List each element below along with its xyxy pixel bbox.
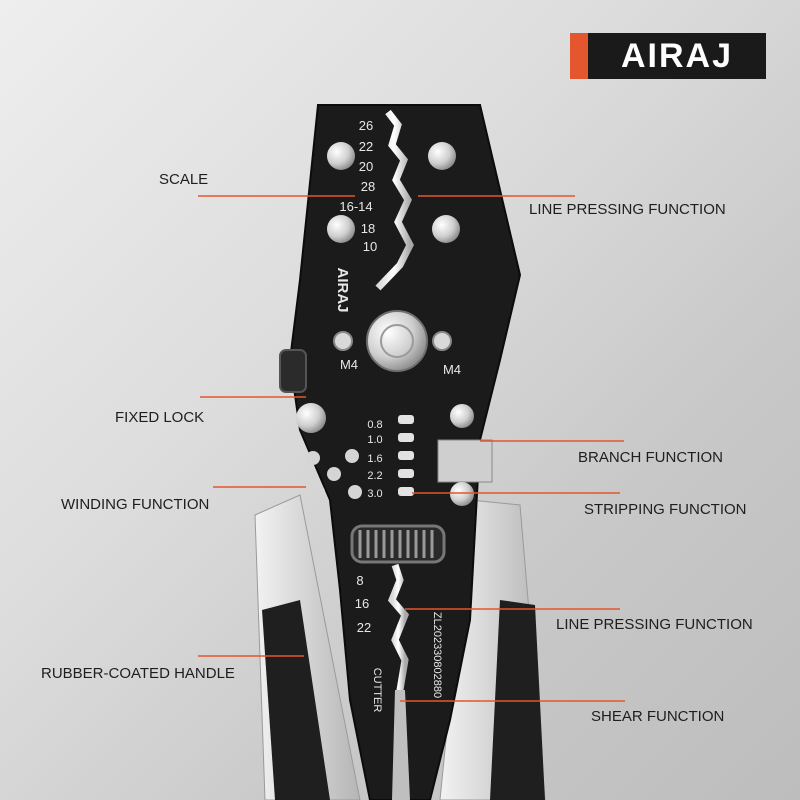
callout-line-pressing-upper: LINE PRESSING FUNCTION [529, 201, 726, 218]
stripping-teeth [398, 415, 414, 496]
branch-rivet [450, 482, 474, 506]
screw-label-left: M4 [340, 357, 358, 372]
rivet [327, 215, 355, 243]
strip-scale-3.0: 3.0 [367, 488, 382, 500]
winding-holes [306, 449, 362, 499]
branch-rivet [450, 404, 474, 428]
rivet [327, 142, 355, 170]
patent-number: ZL202330802880 [431, 612, 443, 698]
lower-scale-8: 8 [356, 573, 363, 588]
brand-logo: AIRAJ [570, 33, 766, 79]
logo-accent-bar [570, 33, 588, 79]
strip-scale-0.8: 0.8 [367, 419, 382, 431]
scale-16-14: 16-14 [339, 199, 372, 214]
pivot-screw [366, 310, 428, 372]
lower-crimp-jaw [387, 563, 410, 720]
screw-hole [333, 331, 353, 351]
left-handle [254, 494, 361, 800]
cutter-label: CUTTER [371, 668, 383, 713]
callout-shear: SHEAR FUNCTION [591, 708, 725, 725]
callout-rubber-handle: RUBBER-COATED HANDLE [41, 665, 235, 682]
callout-scale: SCALE [159, 171, 209, 188]
scale-28: 28 [361, 179, 375, 194]
cutter-blade [392, 690, 410, 800]
scale-20: 20 [359, 159, 373, 174]
scale-10: 10 [363, 239, 377, 254]
callout-lines [198, 195, 625, 702]
lock-lever [279, 349, 307, 393]
screw-label-right: M4 [443, 362, 461, 377]
lower-scale-22: 22 [357, 620, 371, 635]
strip-scale-1.0: 1.0 [367, 434, 382, 446]
strip-scale-2.2: 2.2 [367, 470, 382, 482]
logo-text: AIRAJ [620, 36, 734, 75]
callout-stripping: STRIPPING FUNCTION [584, 501, 747, 518]
lock-rivet [296, 403, 326, 433]
branch-notch [437, 439, 493, 483]
scale-22: 22 [359, 139, 373, 154]
callout-line-pressing-lower: LINE PRESSING FUNCTION [556, 616, 753, 633]
callout-fixed-lock: FIXED LOCK [115, 409, 205, 426]
lower-scale-16: 16 [355, 596, 369, 611]
callout-branch: BRANCH FUNCTION [578, 449, 723, 466]
scale-18: 18 [361, 221, 375, 236]
upper-crimp-jaw [375, 109, 414, 291]
rivet [428, 142, 456, 170]
scale-26: 26 [359, 118, 373, 133]
spring [350, 524, 446, 564]
strip-scale-1.6: 1.6 [367, 453, 382, 465]
jaw-brand: AIRAJ [334, 267, 351, 312]
callout-winding: WINDING FUNCTION [61, 496, 210, 513]
screw-hole [432, 331, 452, 351]
rivet [432, 215, 460, 243]
